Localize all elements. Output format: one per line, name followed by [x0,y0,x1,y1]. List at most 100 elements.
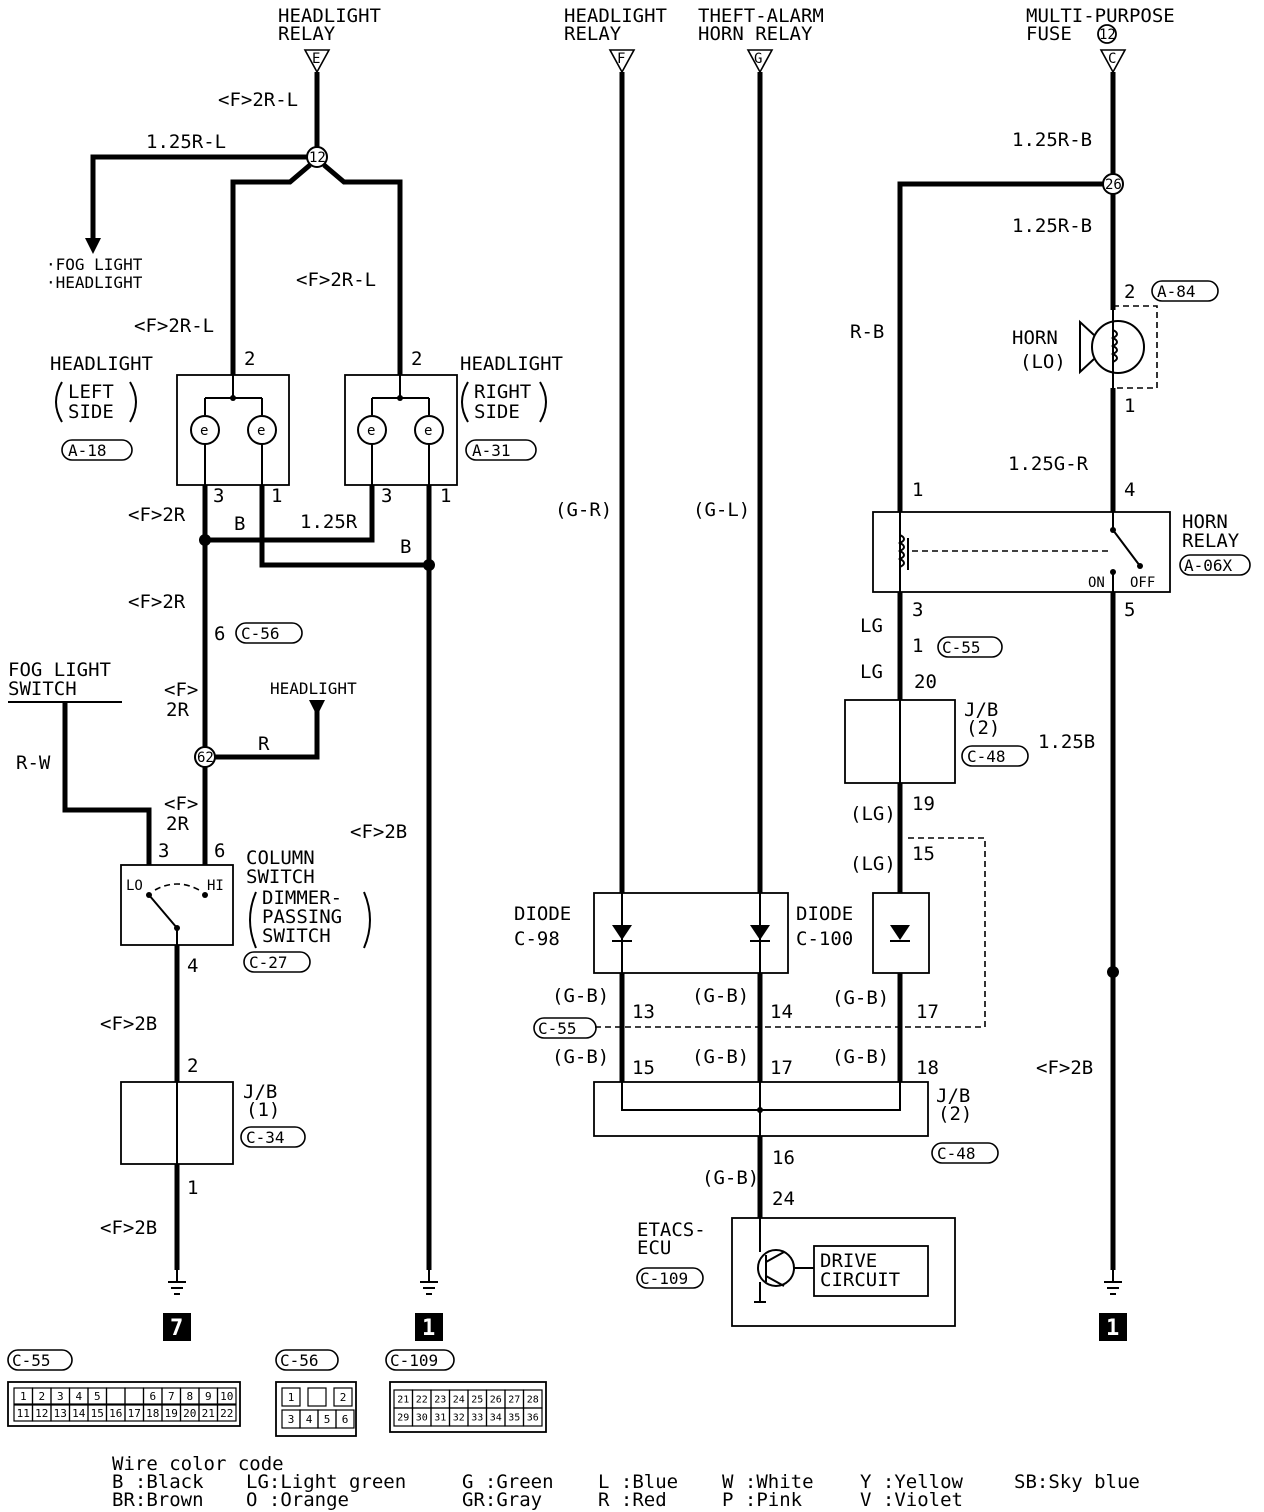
svg-text:3: 3 [381,485,392,507]
pin-cell [216,1387,237,1405]
svg-text:ON: ON [1088,575,1105,591]
pin-number: 8 [186,1390,193,1403]
wire-label: R [258,733,270,755]
legend-entry: GR:Gray [462,1489,542,1511]
wire-label: (G-B) [702,1167,759,1189]
wire-label: <F>2R [128,591,186,613]
svg-text:DIODE: DIODE [796,903,853,925]
svg-text:16: 16 [772,1147,795,1169]
pin-cell [335,1409,355,1429]
headlight-left: HEADLIGHT LEFT SIDE A-18 2 e e 3 1 [50,348,290,507]
wire-label: (G-B) [832,987,889,1009]
wire-label: B [234,513,245,535]
headlight-relay-e-source: HEADLIGHT RELAY E [278,5,381,74]
legend-entry: Y :Yellow [860,1471,964,1493]
svg-text:1: 1 [912,479,923,501]
svg-text:THEFT-ALARM: THEFT-ALARM [698,5,824,27]
pin-cell [105,1387,126,1405]
svg-text:HEADLIGHT: HEADLIGHT [50,353,153,375]
svg-text:26: 26 [1105,177,1122,193]
svg-text:C-98: C-98 [514,928,560,950]
pin-number: 4 [306,1413,313,1426]
wire [62,702,152,865]
svg-text:3: 3 [213,485,224,507]
junction-block-1: 2 J/B (1) C-34 1 [120,1055,306,1199]
wire-label: 1.25R-B [1012,215,1092,237]
svg-text:FOG LIGHT: FOG LIGHT [8,659,111,681]
svg-text:24: 24 [772,1188,795,1210]
wire-label: (G-B) [552,1046,609,1068]
wire [215,708,320,760]
svg-text:15: 15 [912,843,935,865]
wire-label: <F> [164,793,198,815]
svg-text:COLUMN: COLUMN [246,847,315,869]
pin-number: 6 [342,1413,349,1426]
pin-number: 1 [20,1390,27,1403]
wire-label: (G-B) [692,1046,749,1068]
pin-number: 35 [508,1413,520,1424]
svg-text:RELAY: RELAY [1182,530,1240,552]
svg-text:DIODE: DIODE [514,903,571,925]
svg-text:13: 13 [632,1001,655,1023]
svg-text:(1): (1) [246,1099,280,1121]
pin-number: 11 [17,1407,30,1420]
svg-text:HORN: HORN [1012,327,1058,349]
svg-text:1: 1 [271,485,282,507]
svg-text:C-34: C-34 [246,1128,285,1147]
wire-label: <F>2R-L [296,269,376,291]
pin-number: 34 [490,1413,502,1424]
splice-62: 62 [194,746,216,768]
pin-number: 20 [183,1407,196,1420]
legend-entry: SB:Sky blue [1014,1471,1140,1493]
pin-number: 32 [453,1413,465,1424]
svg-text:J/B: J/B [936,1085,970,1107]
svg-text:HEADLIGHT: HEADLIGHT [460,353,563,375]
ground-7: 7 [163,1270,191,1341]
pin-number: 25 [471,1395,483,1406]
wire-label: B [400,536,411,558]
wire-label: (LG) [850,803,896,825]
legend-entry: R :Red [598,1489,667,1511]
dest-label: ·HEADLIGHT [46,273,143,292]
wire-label: <F>2B [350,821,407,843]
svg-text:RELAY: RELAY [564,23,622,45]
wire-label: R-W [16,752,51,774]
pin-number: 18 [146,1407,159,1420]
pin-number: 10 [220,1390,233,1403]
horn-relay: 1 4 ON OFF HORN RELAY A-06X 3 5 [872,479,1251,621]
pin-number: 9 [205,1390,212,1403]
legend-entry: BR:Brown [112,1489,204,1511]
svg-text:ETACS-: ETACS- [637,1219,706,1241]
svg-text:A-84: A-84 [1157,282,1196,301]
svg-text:SIDE: SIDE [474,401,520,423]
pin-number: 1 [288,1391,295,1404]
wire-label: 1.25G-R [1008,453,1089,475]
pin-number: 28 [527,1395,539,1406]
junction-dot [423,559,435,571]
svg-text:C-56: C-56 [280,1351,319,1370]
svg-text:(LO): (LO) [1020,351,1066,373]
svg-text:e: e [424,423,432,439]
connector-label: C-55 [942,638,981,657]
pin-number: 19 [165,1407,178,1420]
svg-text:1: 1 [187,1177,198,1199]
svg-text:e: e [200,423,208,439]
svg-text:SWITCH: SWITCH [8,678,77,700]
pin-number: 27 [508,1395,520,1406]
svg-text:MULTI-PURPOSE: MULTI-PURPOSE [1026,5,1175,27]
headlight-right: HEADLIGHT RIGHT SIDE A-31 2 e e 3 1 [344,348,563,507]
svg-text:A-18: A-18 [68,441,107,460]
svg-text:C-48: C-48 [937,1144,976,1163]
connector-arrow [303,49,331,74]
svg-text:CIRCUIT: CIRCUIT [820,1269,900,1291]
junction-block-2-bottom: 15 17 18 J/B (2) C-48 16 [593,1057,999,1169]
wire-label: <F>2B [1036,1057,1093,1079]
wire-label: (G-L) [693,499,750,521]
pin-number: 33 [471,1413,483,1424]
wire-label: (LG) [850,853,896,875]
svg-text:17: 17 [770,1057,793,1079]
svg-text:C-27: C-27 [249,953,288,972]
wire-label: 1.25B [1038,731,1095,753]
